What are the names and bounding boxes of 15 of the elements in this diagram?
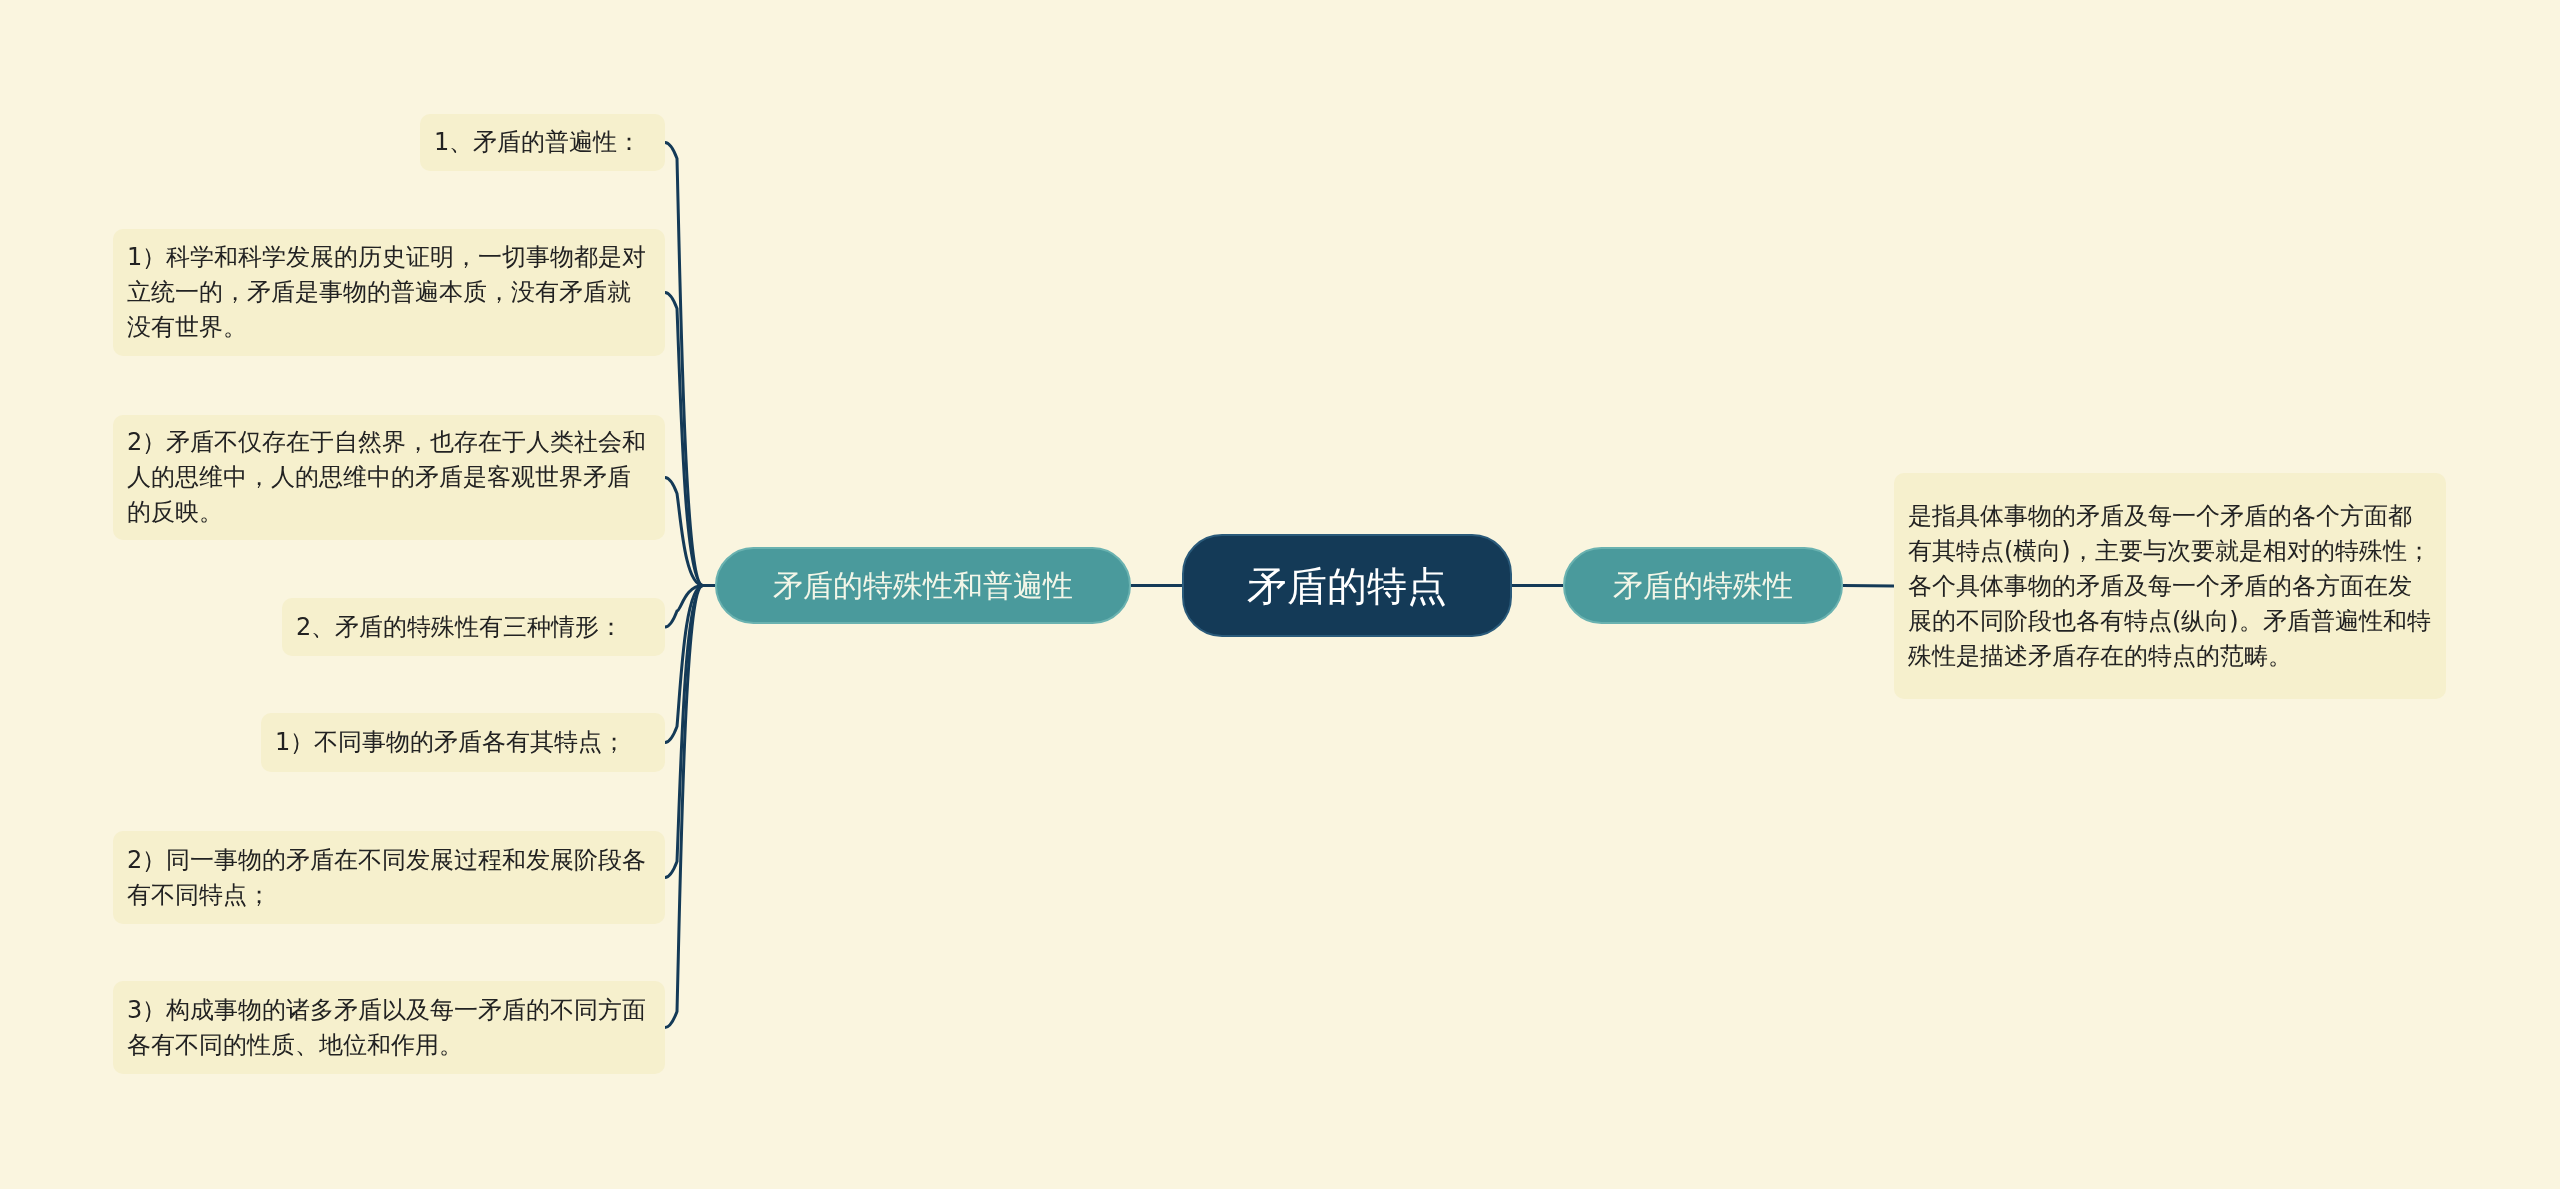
- text-card: 1、矛盾的普遍性：: [420, 114, 665, 171]
- text-card: 1）不同事物的矛盾各有其特点；: [261, 713, 665, 772]
- connector-line: [1131, 584, 1182, 587]
- text-card: 3）构成事物的诸多矛盾以及每一矛盾的不同方面各有不同的性质、地位和作用。: [113, 981, 665, 1074]
- connector-line: [1512, 584, 1563, 587]
- connector-line: [1843, 584, 1894, 588]
- text-card: 2）同一事物的矛盾在不同发展过程和发展阶段各有不同特点；: [113, 831, 665, 924]
- text-card: 是指具体事物的矛盾及每一个矛盾的各个方面都有其特点(横向)，主要与次要就是相对的特殊性；各个具体事物的矛盾及每一个矛盾的各方面在发展的不同阶段也各有特点(纵向)。矛盾普遍性和特殊性是描述矛盾存在的特点的范畴。: [1894, 473, 2446, 699]
- connector-line: [664, 584, 715, 1029]
- text-card: 2、矛盾的特殊性有三种情形：: [282, 598, 665, 656]
- branch-topic: 矛盾的特殊性和普遍性: [715, 547, 1131, 624]
- text-card: 2）矛盾不仅存在于自然界，也存在于人类社会和人的思维中，人的思维中的矛盾是客观世界矛盾的反映。: [113, 415, 665, 540]
- text-card: 1）科学和科学发展的历史证明，一切事物都是对立统一的，矛盾是事物的普遍本质，没有矛盾就没有世界。: [113, 229, 665, 356]
- branch-topic: 矛盾的特殊性: [1563, 547, 1843, 624]
- central-topic: 矛盾的特点: [1182, 534, 1512, 637]
